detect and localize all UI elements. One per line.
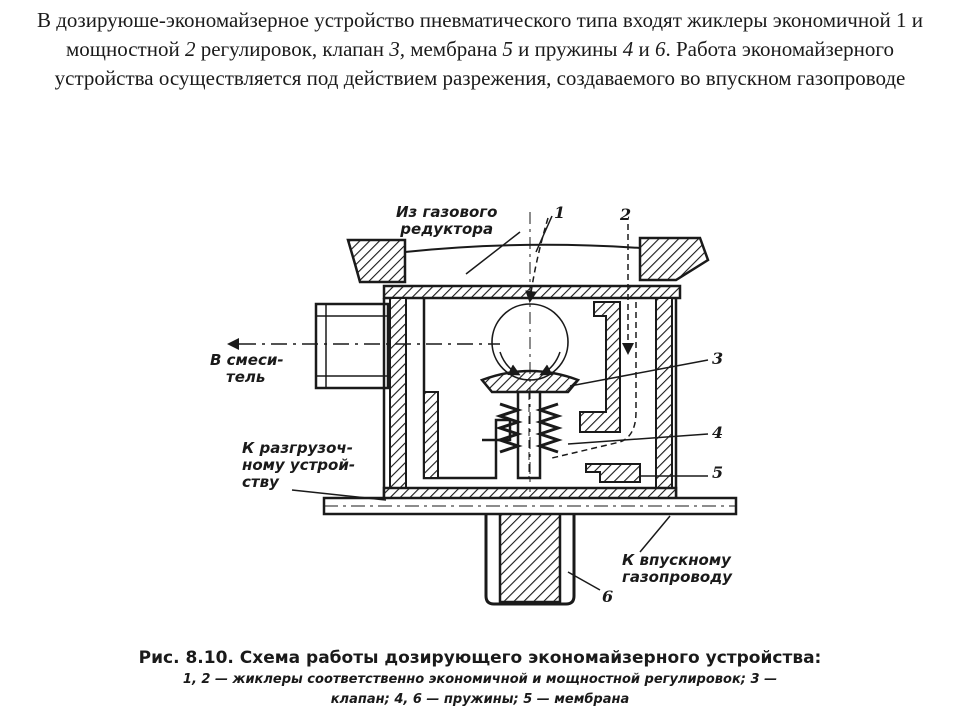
label-to-unloader-line1: К разгрузоч- xyxy=(242,439,353,457)
gas-flow-paths xyxy=(227,212,637,492)
label-to-unloader-line3: ству xyxy=(242,473,279,491)
label-to-mixer-line1: В смеси- xyxy=(210,351,284,369)
intro-paragraph: В дозируюше-экономайзерное устройство пн… xyxy=(14,6,946,93)
intro-ref-3: 3, xyxy=(389,37,405,61)
label-to-mixer: В смеси- тель xyxy=(210,352,284,386)
callout-6: 6 xyxy=(602,587,614,606)
figure-caption: Рис. 8.10. Схема работы дозирующего экон… xyxy=(60,646,900,710)
intro-ref-2: 2 xyxy=(184,37,196,61)
intro-text-6: . Работа экономайзерного устройства осущ… xyxy=(54,37,906,90)
intro-ref-4: 4 xyxy=(622,37,634,61)
caption-title: Рис. 8.10. Схема работы дозирующего экон… xyxy=(138,648,822,668)
intake-pipe xyxy=(322,496,738,516)
caption-legend-line1: 1, 2 — жиклеры соответственно экономично… xyxy=(182,672,778,687)
top-cover xyxy=(346,236,710,300)
intro-ref-6: 6 xyxy=(654,37,666,61)
label-to-mixer-line2: тель xyxy=(226,368,266,386)
callout-4: 4 xyxy=(712,423,724,442)
callout-3: 3 xyxy=(712,349,724,368)
outlet-fitting xyxy=(314,302,390,390)
label-to-intake-line2: газопроводу xyxy=(622,568,733,586)
label-from-reducer-line2: редуктора xyxy=(400,220,494,238)
label-to-unloader: К разгрузоч- ному устрой- ству xyxy=(242,440,355,491)
diagram-drawing xyxy=(227,212,738,606)
callout-leaders xyxy=(291,215,709,591)
label-to-intake: К впускному газопроводу xyxy=(622,552,732,586)
intro-text-3: мембрана xyxy=(404,37,503,61)
device-diagram: Из газового редуктора В смеси- тель К ра… xyxy=(200,192,780,632)
intro-ref-5: 5 xyxy=(502,37,513,61)
intro-text-5: и xyxy=(633,37,655,61)
intro-text-1: В дозируюше-экономайзерное устройство пн… xyxy=(36,8,924,61)
intro-text-4: и пружины xyxy=(512,37,623,61)
label-from-reducer: Из газового редуктора xyxy=(396,204,497,238)
callout-5: 5 xyxy=(712,463,724,482)
callout-2: 2 xyxy=(620,205,632,224)
spring-4 xyxy=(495,402,563,454)
spring-6-housing xyxy=(484,496,576,606)
label-to-unloader-line2: ному устрой- xyxy=(242,456,356,474)
intro-text-2: регулировок, клапан xyxy=(195,37,390,61)
label-to-intake-line1: К впускному xyxy=(622,551,731,569)
caption-legend-line2: клапан; 4, 6 — пружины; 5 — мембрана xyxy=(330,692,630,707)
label-from-reducer-line1: Из газового xyxy=(396,203,498,221)
callout-1: 1 xyxy=(554,203,566,222)
